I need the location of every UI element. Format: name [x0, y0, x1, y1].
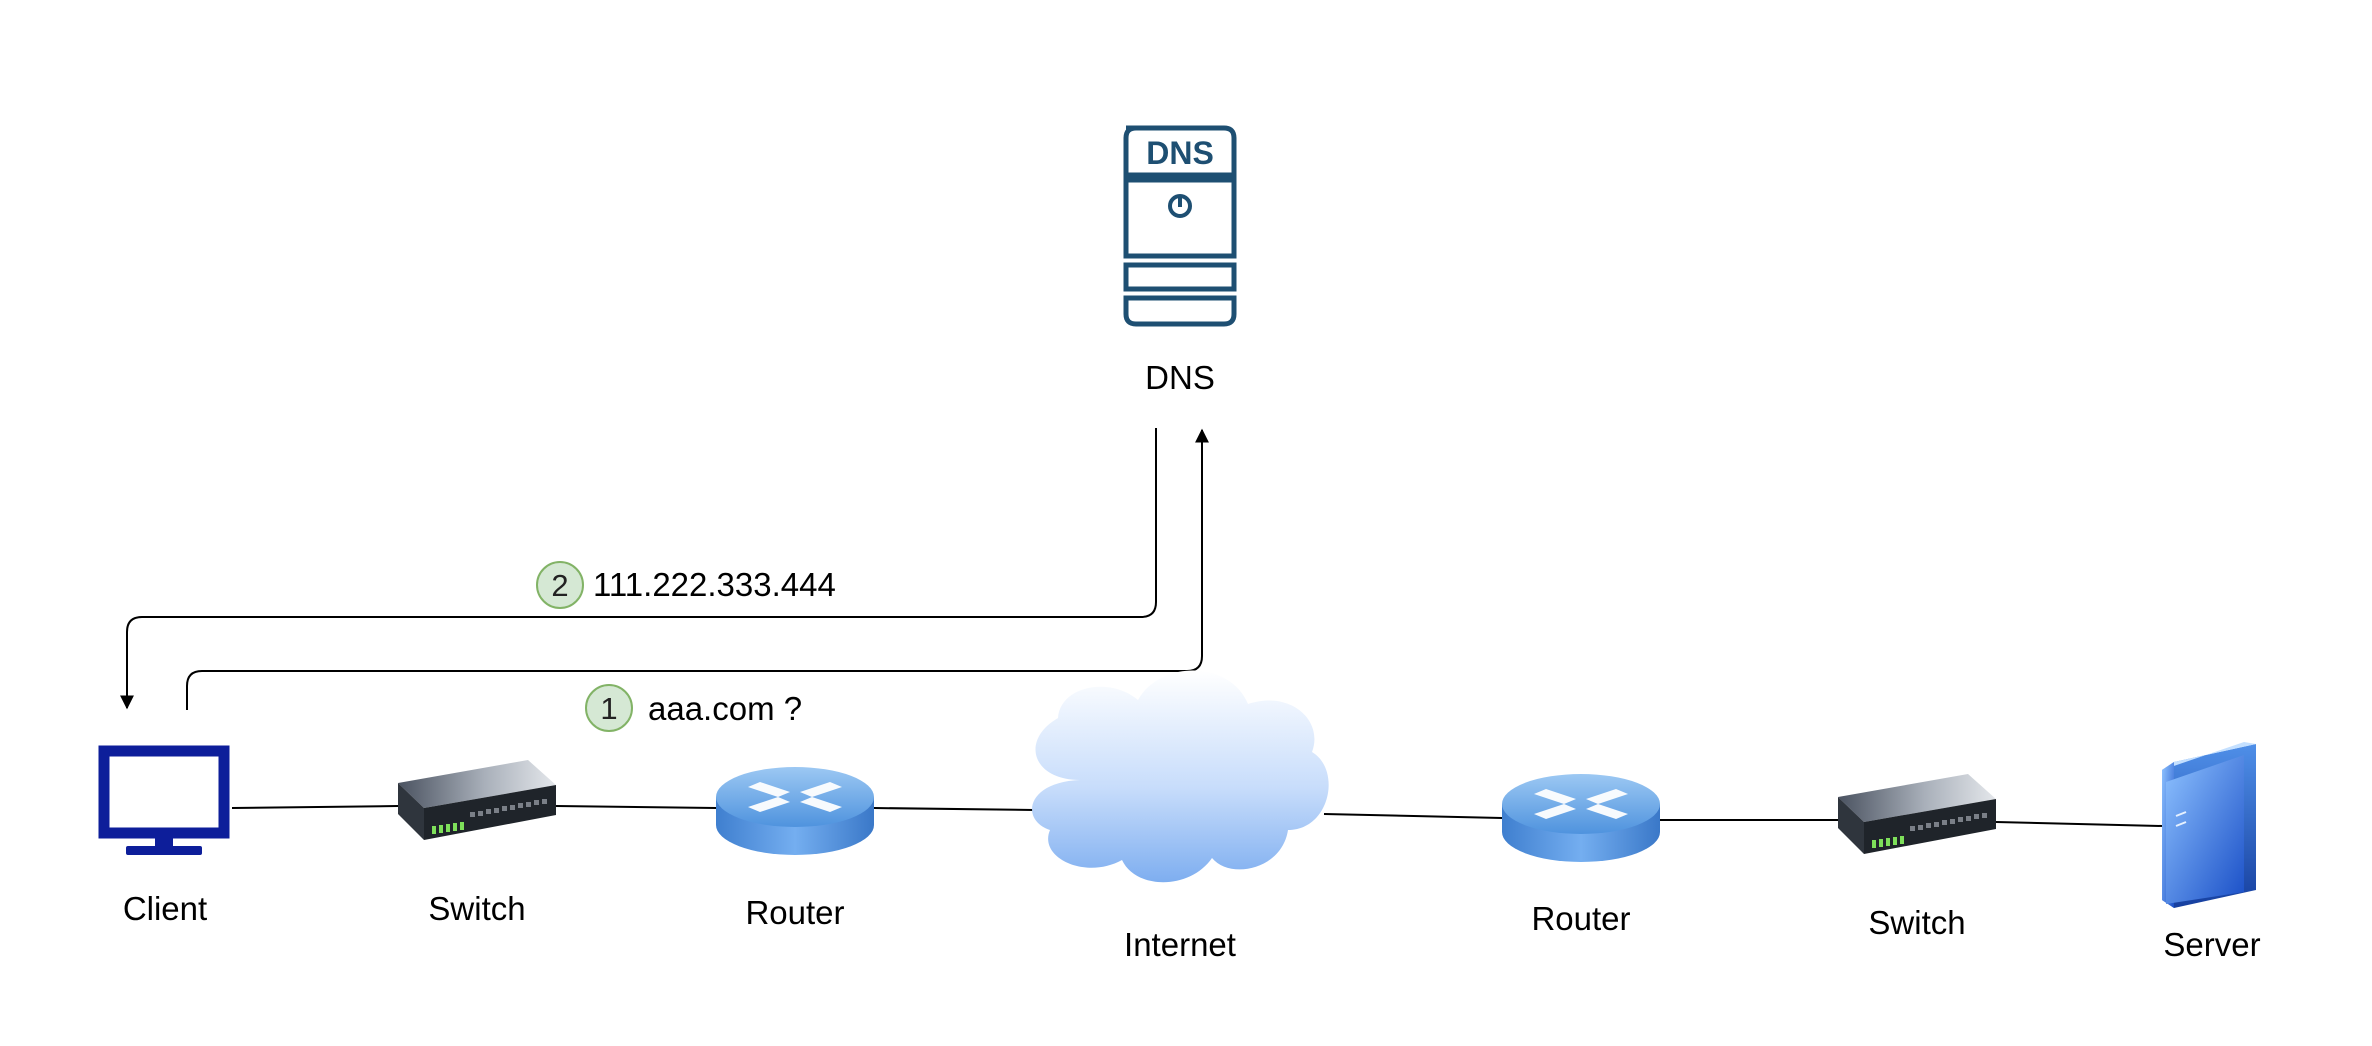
dns-response-arrow — [120, 428, 1157, 710]
response-annotation: 2 111.222.333.444 — [536, 561, 836, 609]
server-icon — [2162, 742, 2256, 908]
link-switch-server — [1995, 821, 2163, 827]
switch-icon-right — [1838, 774, 1996, 854]
client-monitor-icon — [98, 745, 230, 855]
internet-label: Internet — [1124, 926, 1236, 963]
dns-query-arrow — [186, 428, 1209, 710]
server-label: Server — [2163, 926, 2260, 963]
router-left-label: Router — [745, 894, 844, 931]
step-number-2: 2 — [551, 568, 568, 603]
internet-cloud-icon — [1032, 670, 1329, 883]
switch-icon-left — [398, 760, 556, 840]
router-icon-right — [1502, 774, 1660, 862]
switch-left-label: Switch — [428, 890, 525, 927]
query-annotation: 1 aaa.com ? — [585, 684, 802, 732]
query-domain-label: aaa.com ? — [648, 690, 802, 727]
dns-label: DNS — [1145, 359, 1215, 396]
router-icon-left — [716, 767, 874, 855]
link-internet-router — [1323, 813, 1503, 819]
link-switch-router — [555, 805, 717, 809]
router-right-label: Router — [1531, 900, 1630, 937]
response-ip-label: 111.222.333.444 — [593, 566, 836, 603]
link-client-switch — [231, 805, 399, 809]
dns-flow-arrows — [120, 428, 1209, 710]
dns-icon-badge-text: DNS — [1146, 135, 1214, 171]
client-label: Client — [123, 890, 207, 927]
link-router-internet — [873, 807, 1035, 811]
step-badge-1 — [585, 684, 633, 732]
dns-server-icon — [1123, 125, 1237, 327]
step-number-1: 1 — [600, 691, 617, 726]
step-badge-2 — [536, 561, 584, 609]
switch-right-label: Switch — [1868, 904, 1965, 941]
connection-lines — [231, 805, 2163, 827]
